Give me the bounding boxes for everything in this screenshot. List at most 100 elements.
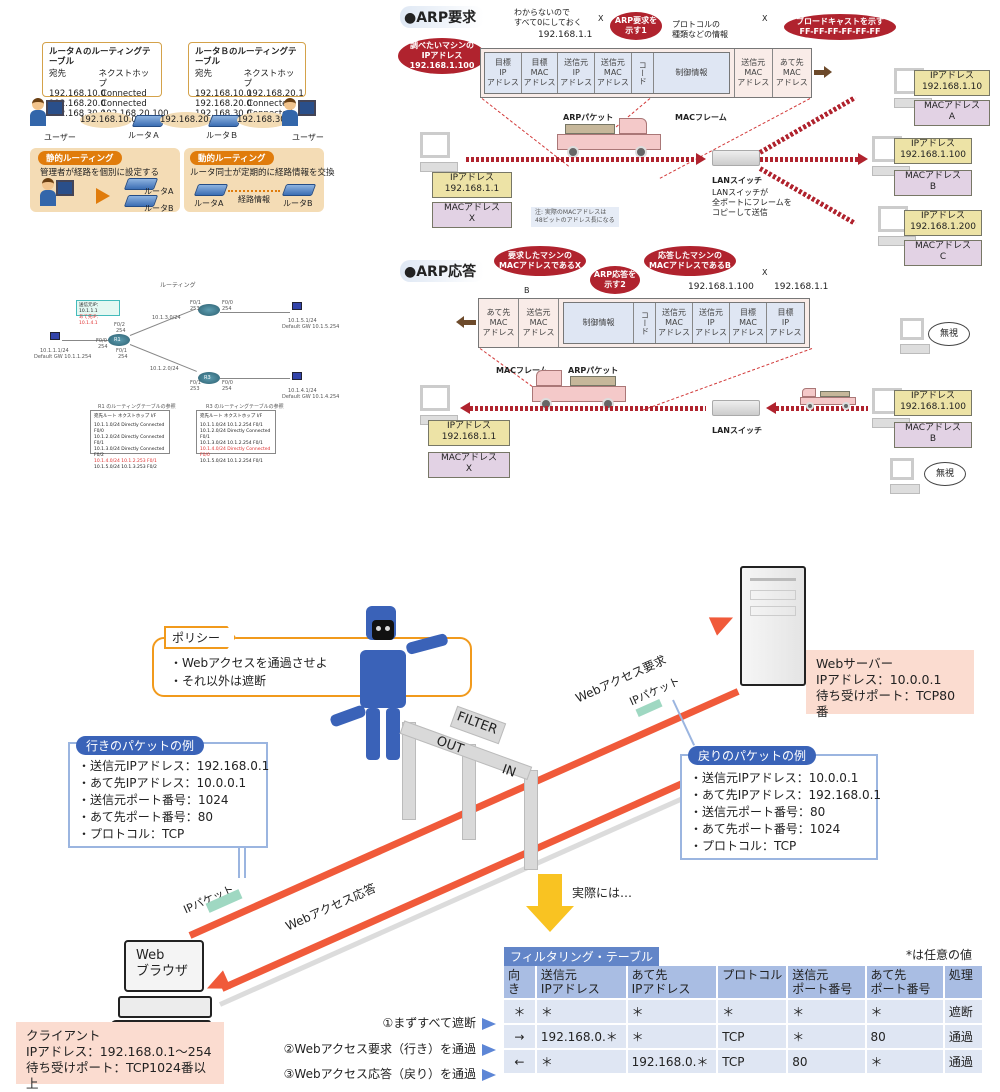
port-label: F0/2 xyxy=(114,322,125,328)
header-destination: 宛先 xyxy=(49,69,67,79)
header-destination: 宛先 xyxy=(195,69,213,79)
filter-table-title: フィルタリング・テーブル xyxy=(504,947,660,966)
client-pc-icon: Web ブラウザ xyxy=(103,940,214,1044)
note-src-ip: 192.168.1.1 xyxy=(538,30,593,40)
arp-packet-fields: 制御情報 コード 送信元 MAC アドレス 送信元 IP アドレス 目標 MAC… xyxy=(563,302,805,344)
outgoing-dst-ip: ・あて先IPアドレス：10.0.0.1 xyxy=(78,776,247,790)
host-left-icon xyxy=(50,332,60,340)
request-path xyxy=(466,157,696,162)
responder-mac-box: MACアドレス B xyxy=(894,422,972,448)
frame-dst-mac: あて先 MAC アドレス xyxy=(775,58,808,87)
r2-router-icon xyxy=(198,304,220,316)
table-row: 10.1.2.0/24 Directly Connected F0/1 xyxy=(94,435,165,446)
col-protocol: プロトコル xyxy=(718,966,787,998)
host-left-ip: 10.1.1.1/24 xyxy=(40,348,69,354)
mac-value: A xyxy=(948,112,956,122)
mac-length-note: 注: 実際のMACアドレスは 48ビットのアドレス長になる xyxy=(531,207,619,227)
mac-value: B xyxy=(929,434,937,444)
table-header-row: 向き 送信元 IPアドレス あて先 IPアドレス プロトコル 送信元 ポート番号… xyxy=(504,966,982,998)
ip-value: 192.168.1.1 xyxy=(441,432,497,442)
policy-tag: ポリシー xyxy=(164,626,237,649)
lan-switch-icon xyxy=(712,150,760,166)
mac-label: MACアドレス xyxy=(914,241,972,251)
arrow-head-icon xyxy=(460,402,470,414)
host-c-ip-box: IPアドレス 192.168.1.200 xyxy=(904,210,982,236)
field-target-ip: 目標 IP アドレス xyxy=(485,53,522,93)
cell: Connected xyxy=(101,99,147,109)
return-dst-port: ・あて先ポート番号：1024 xyxy=(690,822,841,836)
col-dst-ip: あて先 IPアドレス xyxy=(627,966,717,998)
arrow-head-icon xyxy=(858,153,868,165)
link-r1-r3-label: 10.1.2.0/24 xyxy=(150,366,179,372)
arp-packet-label: ARPパケット xyxy=(563,113,614,122)
callout-target-ip: 調べたいマシンの IPアドレス 192.168.1.100 xyxy=(398,38,486,74)
static-router-b-label: ルータB xyxy=(144,204,174,213)
field-target-ip: 目標 IP アドレス xyxy=(769,308,802,337)
mac-label: MACアドレス xyxy=(440,453,498,463)
field-src-ip: 送信元 IP アドレス xyxy=(693,303,730,343)
link-line xyxy=(220,312,290,313)
truck-icon xyxy=(800,388,860,410)
sender-mac-box: MACアドレス X xyxy=(432,202,512,228)
table-cell: ＊ xyxy=(627,1025,717,1048)
port-label: F0/1 xyxy=(190,380,201,386)
table-header-row: 宛先ルート ネクストホップ I/F xyxy=(200,414,263,419)
note-src-ip: 192.168.1.100 xyxy=(688,282,754,292)
rule-text: ③Webアクセス応答（戻り）を通過 xyxy=(283,1067,476,1081)
router-b-icon xyxy=(281,184,317,196)
network-2: 192.168.20.0 xyxy=(160,112,217,128)
user-left-icon xyxy=(30,98,66,128)
switch-note: LANスイッチが 全ポートにフレームを コピーして送信 xyxy=(712,188,792,217)
arrow-right-icon xyxy=(96,188,110,204)
direction-arrow-icon xyxy=(814,70,826,75)
router-a-icon xyxy=(193,184,229,196)
table-cell: 192.168.0.＊ xyxy=(536,1025,626,1048)
robot-icon xyxy=(329,600,480,780)
mac-label: MACアドレス xyxy=(923,101,981,111)
mac-label: MACアドレス xyxy=(904,423,962,433)
arp-reply-frame: あて先 MAC アドレス 送信元 MAC アドレス 制御情報 コード 送信元 M… xyxy=(478,298,810,348)
col-src-ip: 送信元 IPアドレス xyxy=(536,966,626,998)
note-target-ip: 192.168.1.1 xyxy=(774,282,829,292)
field-src-mac: 送信元 MAC アドレス xyxy=(656,303,693,343)
return-dst-ip: ・あて先IPアドレス：192.168.0.1 xyxy=(690,788,882,802)
return-protocol: ・プロトコル：TCP xyxy=(690,839,797,853)
cell: 192.168.10.0 xyxy=(49,89,106,99)
client-info: クライアント IPアドレス：192.168.0.1～254 待ち受けポート：TC… xyxy=(16,1022,224,1091)
host-c-mac-box: MACアドレス C xyxy=(904,240,982,266)
col-src-port: 送信元 ポート番号 xyxy=(788,966,865,998)
reply-path xyxy=(776,406,868,411)
cisco-title: ルーティング xyxy=(160,282,196,289)
cell: Connected xyxy=(101,89,147,99)
table-cell: ＊ xyxy=(627,1000,717,1023)
host-a-mac-box: MACアドレス A xyxy=(914,100,990,126)
rule-label-3: ③Webアクセス応答（戻り）を通過 xyxy=(284,1065,496,1082)
wildcard-note: *は任意の値 xyxy=(906,948,973,962)
router-a-label: ルータＡ xyxy=(128,131,160,140)
rule-text: ①まずすべて遮断 xyxy=(382,1016,476,1030)
host-top-right-icon xyxy=(292,302,302,310)
port-ip: 254 xyxy=(118,354,128,360)
note-x2: X xyxy=(762,14,768,23)
field-control: 制御情報 xyxy=(675,68,708,77)
user-left-label: ユーザー xyxy=(44,133,76,142)
request-arrow-head-icon xyxy=(708,608,738,636)
pointer-triangle-icon xyxy=(482,1017,496,1030)
outgoing-src-port: ・送信元ポート番号：1024 xyxy=(78,793,229,807)
mac-frame-label: MACフレーム xyxy=(496,366,548,375)
client-ip: IPアドレス：192.168.0.1～254 xyxy=(26,1044,212,1059)
ip-value: 192.168.1.1 xyxy=(444,184,500,194)
field-target-mac: 目標 MAC アドレス xyxy=(730,303,767,343)
table-cell: 80 xyxy=(866,1025,943,1048)
port-ip: 254 xyxy=(222,306,232,312)
field-code: コード xyxy=(634,303,656,343)
ip-value: 192.168.1.100 xyxy=(900,150,966,160)
receiver-mac-box: MACアドレス X xyxy=(428,452,510,478)
exchange-arrow-icon xyxy=(228,190,280,192)
actually-arrow-head-icon xyxy=(526,906,574,932)
host-a-ip-box: IPアドレス 192.168.1.10 xyxy=(914,70,990,96)
field-src-mac: 送信元 MAC アドレス xyxy=(595,53,632,93)
ip-label: IPアドレス xyxy=(910,139,956,149)
